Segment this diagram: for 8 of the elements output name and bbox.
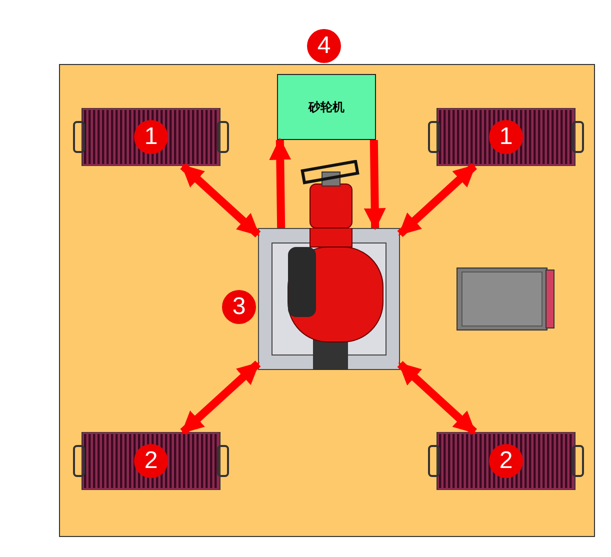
arrow: [180, 360, 261, 435]
arrow: [397, 361, 477, 435]
callout-number: 4: [307, 29, 341, 63]
arrow: [180, 163, 261, 238]
machine-label: 砂轮机: [308, 99, 344, 116]
arrow: [364, 140, 386, 230]
arrow: [397, 163, 477, 237]
arrow: [269, 138, 292, 228]
